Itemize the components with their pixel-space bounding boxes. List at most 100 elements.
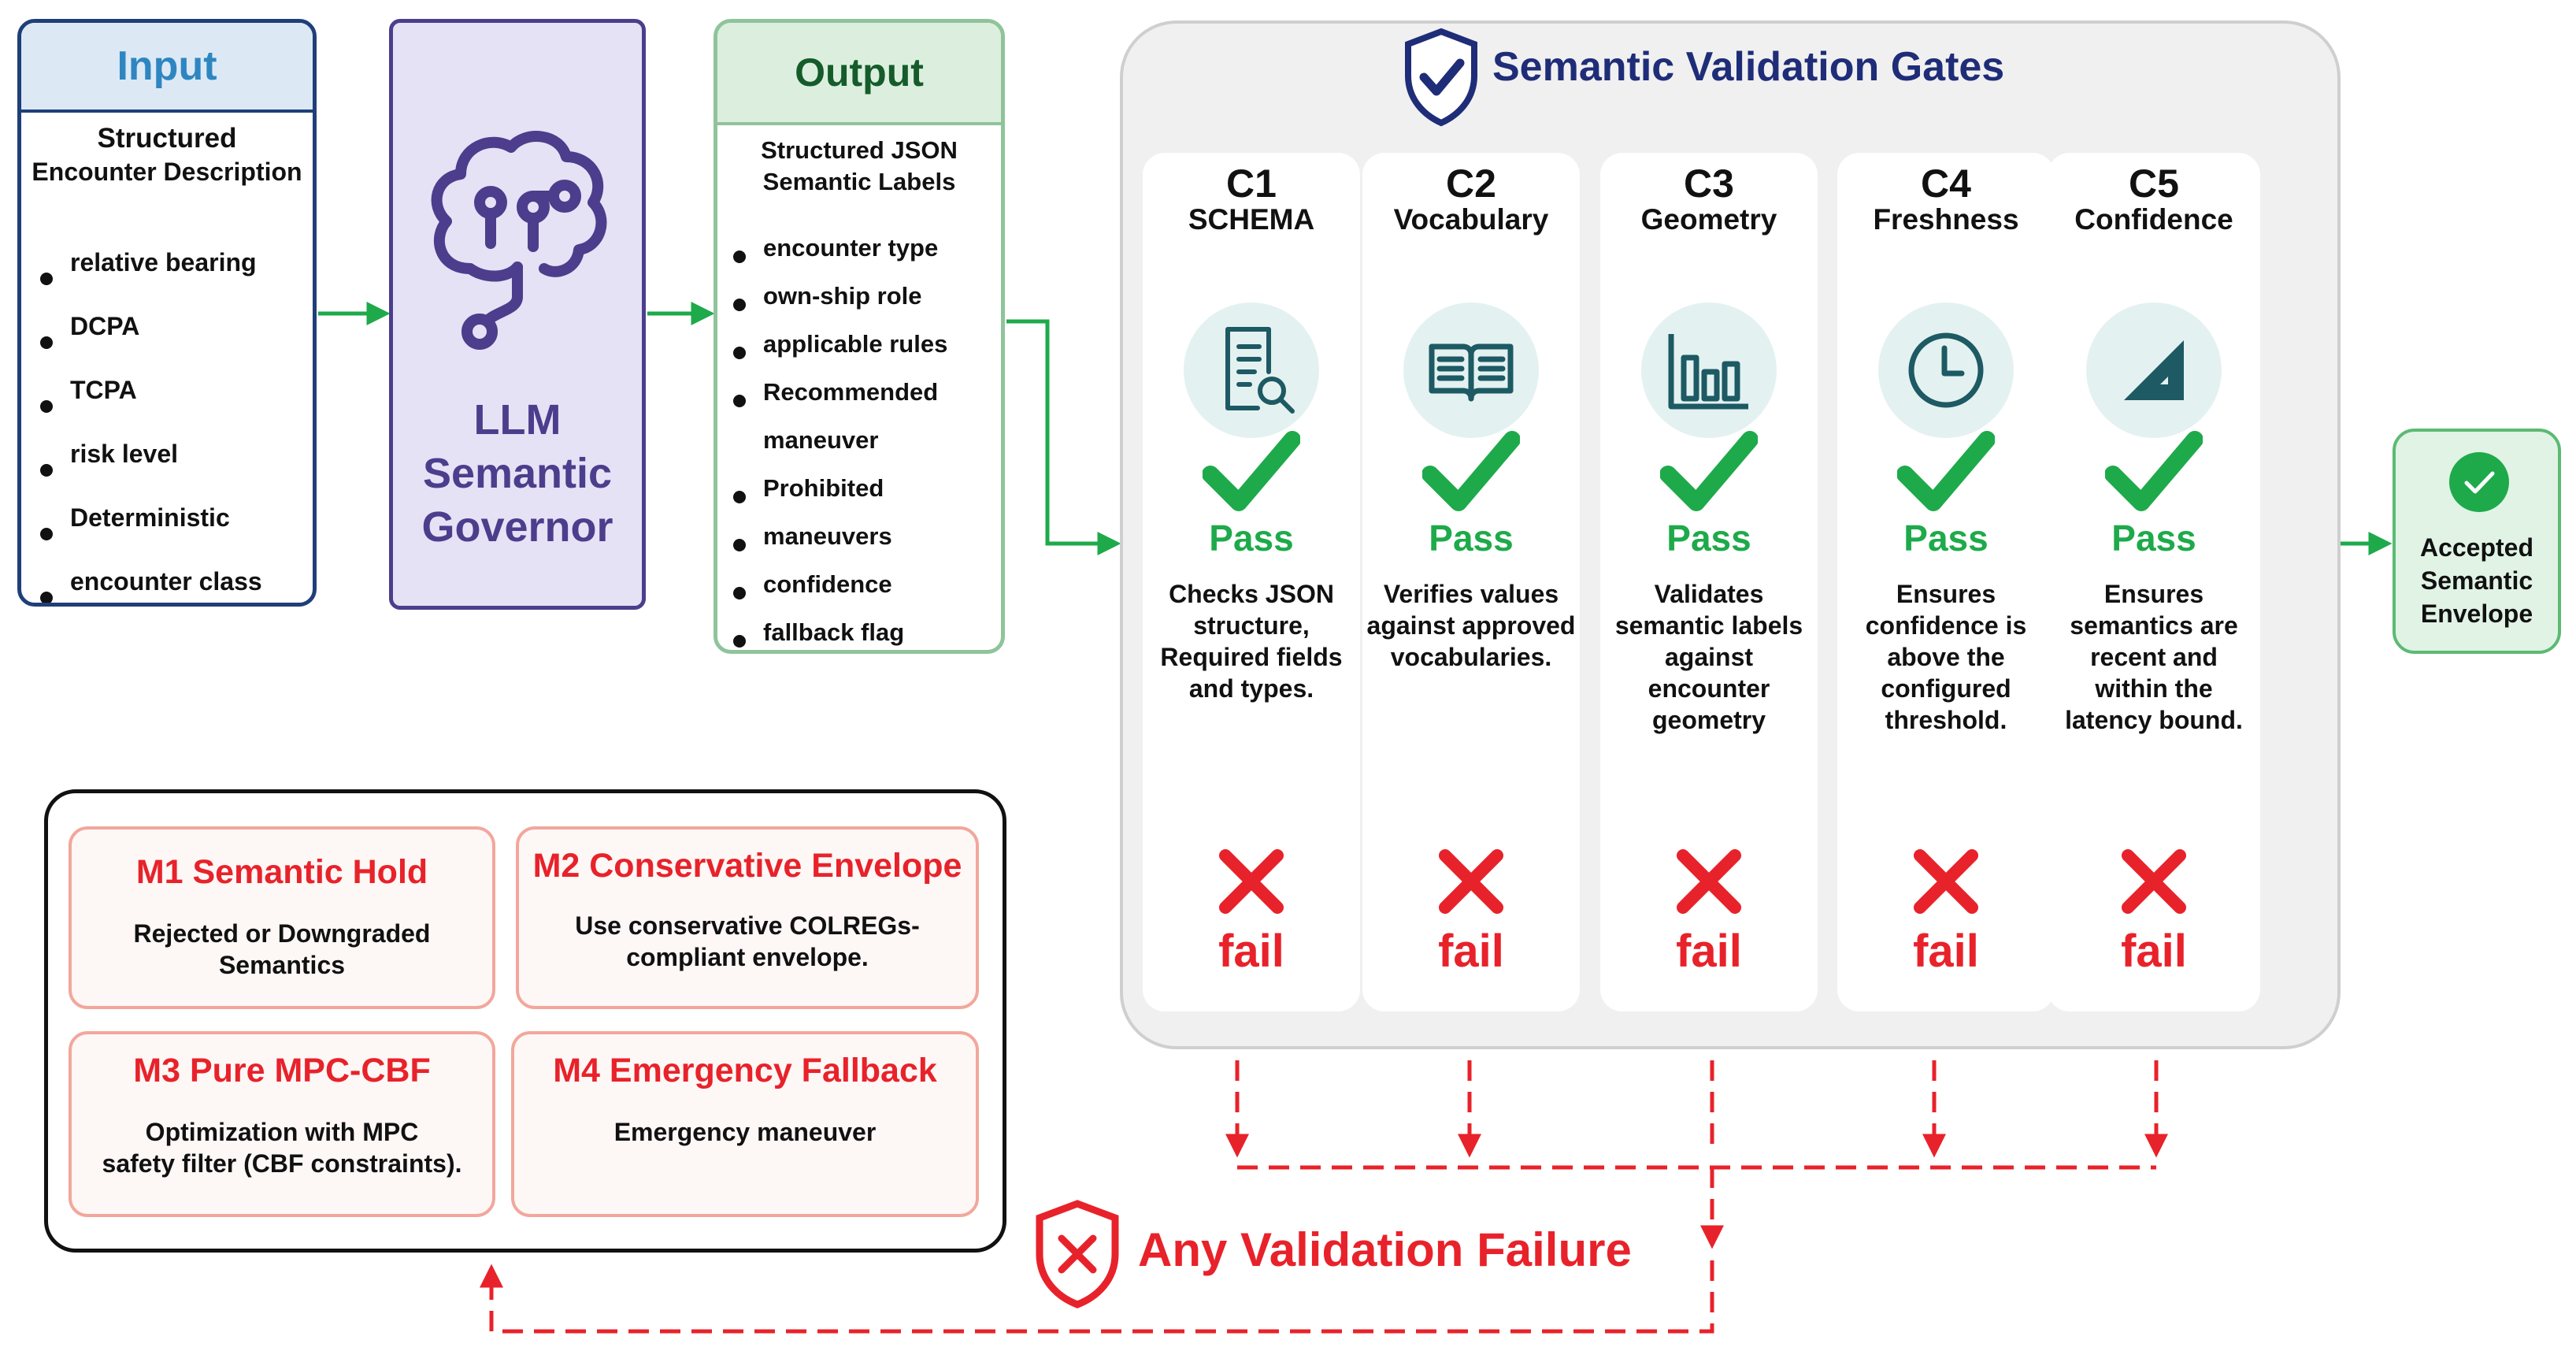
desc-line: confidence is: [1865, 611, 2027, 640]
accepted-line2: Semantic: [2420, 566, 2533, 595]
list-item: maneuvers: [727, 521, 947, 569]
fail-label: fail: [2121, 926, 2187, 977]
gate-icon-circle: [2086, 302, 2222, 438]
gate-c3: C3 Geometry Pass Validates semantic labe…: [1600, 153, 1818, 1011]
mode-title: M3 Pure MPC-CBF: [133, 1052, 431, 1089]
mode-m2: M2 Conservative Envelope Use conservativ…: [516, 826, 979, 1009]
accepted-envelope: Accepted Semantic Envelope: [2393, 429, 2561, 654]
check-circle-icon: [2449, 452, 2509, 512]
desc-line: Ensures: [2103, 580, 2204, 608]
desc-line: structure,: [1193, 611, 1310, 640]
output-subtitle: Structured JSON Semantic Labels: [717, 135, 1001, 198]
list-item: DCPA: [34, 310, 262, 374]
desc-line: compliant envelope.: [626, 943, 869, 971]
accepted-line3: Envelope: [2420, 599, 2533, 628]
check-icon: [1897, 431, 1995, 511]
cross-icon: [2122, 849, 2186, 914]
gate-description: Verifies values against approved vocabul…: [1366, 578, 1577, 673]
check-icon: [1203, 431, 1300, 511]
mode-m3: M3 Pure MPC-CBF Optimization with MPC sa…: [69, 1031, 495, 1217]
desc-line: Ensures: [1896, 580, 1996, 608]
input-subtitle-line2: Encounter Description: [32, 158, 302, 186]
gate-id: C2: [1446, 161, 1496, 206]
gate-icon-circle: [1641, 302, 1777, 438]
desc-line: semantic labels: [1614, 611, 1803, 640]
list-item: relative bearing: [34, 247, 262, 310]
input-subtitle-line1: Structured: [97, 123, 237, 154]
check-icon: [1660, 431, 1758, 511]
list-item: applicable rules: [727, 328, 947, 377]
cross-icon: [1439, 849, 1503, 914]
desc-line: semantics are: [2070, 611, 2238, 640]
gate-name: Freshness: [1873, 203, 2019, 236]
list-item: confidence: [727, 569, 947, 617]
desc-line: Validates: [1654, 580, 1764, 608]
gates-title: Semantic Validation Gates: [1492, 44, 2005, 90]
governor-line1: LLM: [473, 396, 562, 444]
desc-line: configured: [1881, 674, 2011, 703]
mode-m1: M1 Semantic Hold Rejected or Downgraded …: [69, 826, 495, 1009]
pass-label: Pass: [1666, 518, 1751, 559]
gate-icon-circle: [1403, 302, 1539, 438]
desc-line: within the: [2095, 674, 2213, 703]
check-icon: [2105, 431, 2203, 511]
desc-line: Semantics: [218, 951, 346, 979]
governor-panel: LLM Semantic Governor: [389, 19, 646, 610]
desc-line: Checks JSON: [1169, 580, 1334, 608]
desc-line: latency bound.: [2065, 706, 2243, 734]
gate-icon-circle: [1878, 302, 2014, 438]
desc-line: Verifies values: [1383, 580, 1559, 608]
fail-label: fail: [1676, 926, 1742, 977]
desc-line: geometry: [1651, 706, 1766, 734]
cross-icon: [1219, 849, 1284, 914]
mode-title: M2 Conservative Envelope: [532, 847, 962, 885]
cross-icon: [1914, 849, 1978, 914]
bar-chart-icon: [1668, 334, 1748, 410]
desc-line: Required fields: [1160, 643, 1343, 671]
gate-description: Ensures semantics are recent and within …: [2051, 578, 2257, 736]
pass-label: Pass: [1903, 518, 1989, 559]
mode-description: Use conservative COLREGs- compliant enve…: [519, 910, 976, 973]
list-item-continuation: maneuver: [763, 426, 879, 454]
desc-line: against encounter: [1648, 643, 1770, 703]
input-title: Input: [21, 23, 313, 113]
gate-id: C1: [1226, 161, 1277, 206]
arrow-output-to-gates: [1006, 319, 1121, 555]
cross-icon: [1677, 849, 1741, 914]
fail-label: fail: [1218, 926, 1284, 977]
any-validation-failure-label: Any Validation Failure: [1138, 1223, 1632, 1276]
clock-icon: [1908, 332, 1984, 408]
desc-line: against approved: [1366, 611, 1576, 640]
fail-label: fail: [1913, 926, 1979, 977]
accepted-label: Accepted Semantic Envelope: [2396, 531, 2558, 630]
gate-description: Validates semantic labels against encoun…: [1603, 578, 1814, 736]
mode-description: Optimization with MPC safety filter (CBF…: [72, 1116, 492, 1179]
governor-label: LLM Semantic Governor: [393, 393, 642, 554]
desc-line: Use conservative COLREGs-: [575, 911, 920, 940]
mode-description: Rejected or Downgraded Semantics: [72, 918, 492, 981]
desc-line: and types.: [1188, 674, 1314, 703]
desc-line: Rejected or Downgraded: [133, 919, 431, 948]
list-item: fallback flag: [727, 617, 947, 650]
mode-title: M4 Emergency Fallback: [553, 1052, 937, 1089]
desc-line: Optimization with MPC: [145, 1118, 419, 1146]
input-panel: Input Structured Encounter Description r…: [17, 19, 317, 607]
gate-id: C4: [1921, 161, 1971, 206]
set-square-icon: [2124, 340, 2184, 400]
gate-c5: C5 Confidence Pass Ensures semantics are…: [2048, 153, 2260, 1011]
fallback-modes-panel: M1 Semantic Hold Rejected or Downgraded …: [44, 789, 1006, 1253]
list-item: Deterministic: [34, 502, 262, 566]
list-item: Recommended: [727, 377, 947, 425]
output-list: encounter type own-ship role applicable …: [727, 232, 947, 650]
list-item: risk level: [34, 438, 262, 502]
desc-line: threshold.: [1885, 706, 2007, 734]
gate-c2: C2 Vocabulary Pass Verifies values again…: [1362, 153, 1580, 1011]
desc-line: Emergency maneuver: [613, 1118, 877, 1146]
output-subtitle-line1: Structured JSON: [761, 136, 958, 164]
open-book-icon: [1429, 343, 1514, 402]
check-icon: [1422, 431, 1520, 511]
gate-name: Geometry: [1640, 203, 1777, 236]
gate-id: C3: [1684, 161, 1734, 206]
governor-line3: Governor: [421, 503, 613, 551]
gate-name: Vocabulary: [1393, 203, 1549, 236]
